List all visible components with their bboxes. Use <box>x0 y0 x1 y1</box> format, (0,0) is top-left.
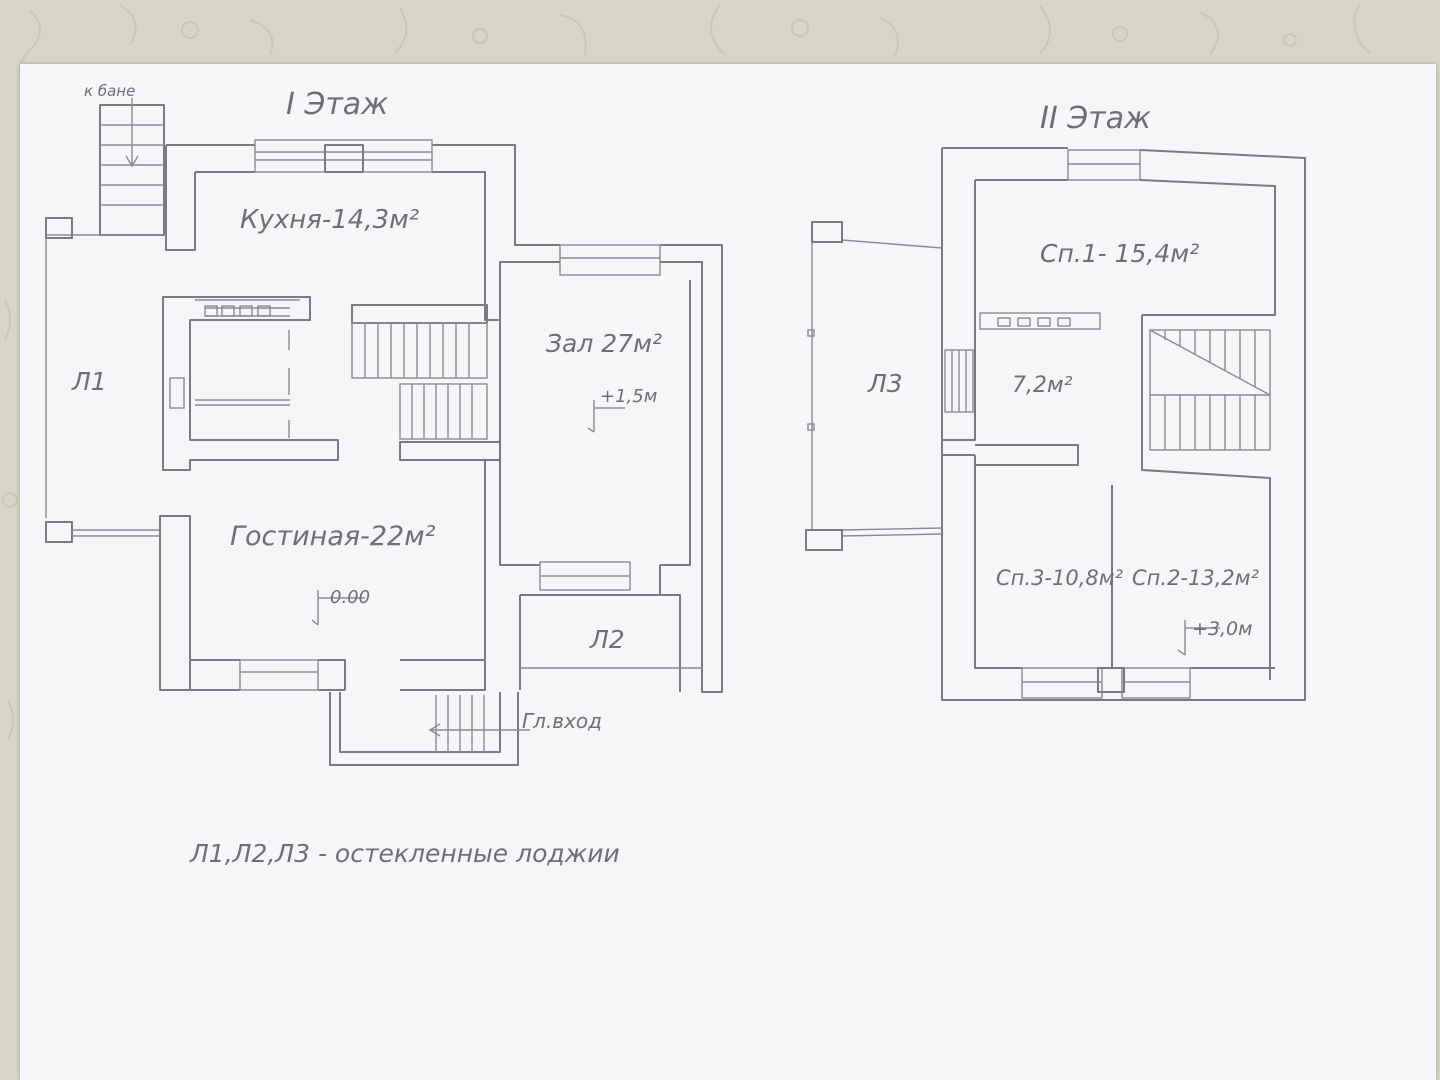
second-floor-stairs <box>1141 315 1271 680</box>
hallway-area-label: 7,2м² <box>1012 373 1073 398</box>
second-floor-plan <box>805 147 1306 701</box>
entrance-porch <box>329 692 530 766</box>
main-entrance-label: Гл.вход <box>522 709 602 733</box>
kitchen-label: Кухня-14,3м² <box>240 205 419 235</box>
hall-level-mark: +1,5м <box>600 386 657 407</box>
first-floor-outer-wall <box>166 144 723 693</box>
bedroom-1-label: Сп.1- 15,4м² <box>1040 239 1199 268</box>
bath-stairs <box>99 98 165 236</box>
second-floor-outer-wall <box>941 147 1306 701</box>
living-room-label: Гостиная-22м² <box>230 521 436 552</box>
second-floor-title: II Этаж <box>1040 101 1151 136</box>
first-floor-plan <box>45 98 723 766</box>
bedroom-3-label: Сп.3-10,8м² <box>996 566 1124 590</box>
first-floor-title: I Этаж <box>286 87 388 122</box>
hall-label: Зал 27м² <box>546 329 662 358</box>
paper-sheet <box>20 64 1436 1080</box>
living-level-mark: 0.00 <box>330 587 370 608</box>
central-block <box>162 296 339 471</box>
loggia-1-label: Л1 <box>71 367 107 396</box>
loggia-2-label: Л2 <box>589 625 625 654</box>
to-bath-label: к бане <box>84 82 135 100</box>
legend-note: Л1,Л2,Л3 - остекленные лоджии <box>189 839 620 868</box>
second-floor-level-mark: +3,0м <box>1192 618 1252 640</box>
bedroom-2-label: Сп.2-13,2м² <box>1132 566 1260 590</box>
loggia-3-label: Л3 <box>867 369 903 398</box>
main-stairs <box>351 304 501 461</box>
